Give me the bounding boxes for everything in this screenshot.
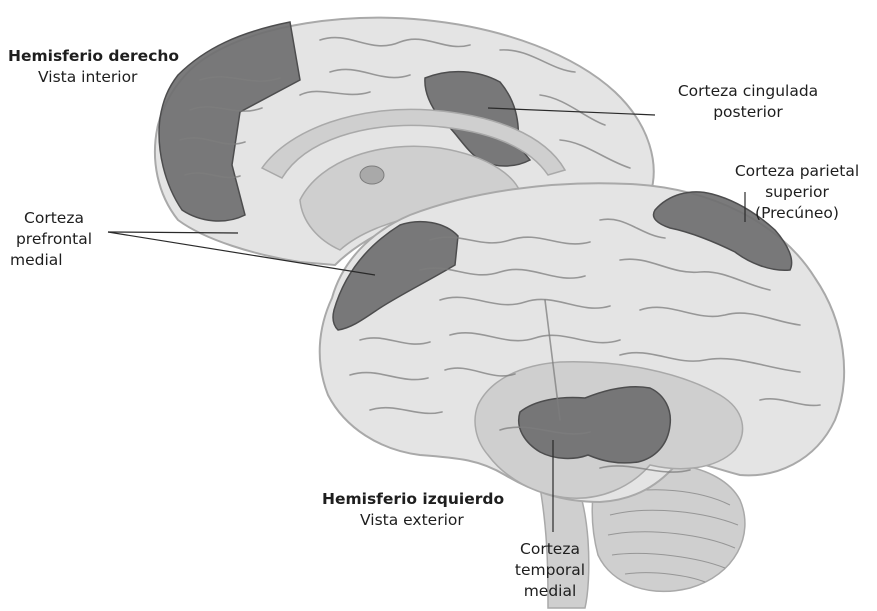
- right-hemisphere-label: Hemisferio derecho Vista interior: [8, 46, 179, 88]
- medial-prefrontal-line1: Corteza: [4, 208, 104, 229]
- posterior-cingulate-line1: Corteza cingulada: [660, 81, 836, 102]
- superior-parietal-label: Corteza parietal superior (Precúneo): [722, 161, 872, 224]
- left-hemisphere-title: Hemisferio izquierdo: [322, 489, 504, 510]
- medial-prefrontal-label: Corteza prefrontal medial: [4, 208, 104, 271]
- right-hemisphere-title: Hemisferio derecho: [8, 46, 179, 67]
- thalamus-node: [360, 166, 384, 184]
- superior-parietal-line2: superior: [722, 182, 872, 203]
- left-hemisphere-label: Hemisferio izquierdo Vista exterior: [322, 489, 504, 531]
- medial-temporal-label: Corteza temporal medial: [490, 539, 610, 602]
- left-hemisphere-subtitle: Vista exterior: [322, 510, 504, 531]
- right-hemisphere-subtitle: Vista interior: [8, 67, 179, 88]
- medial-temporal-line3: medial: [490, 581, 610, 602]
- medial-prefrontal-line2: prefrontal: [4, 229, 104, 250]
- posterior-cingulate-label: Corteza cingulada posterior: [660, 81, 836, 123]
- medial-temporal-line2: temporal: [490, 560, 610, 581]
- medial-prefrontal-line3: medial: [4, 250, 104, 271]
- superior-parietal-line3: (Precúneo): [722, 203, 872, 224]
- posterior-cingulate-line2: posterior: [660, 102, 836, 123]
- superior-parietal-line1: Corteza parietal: [722, 161, 872, 182]
- medial-temporal-line1: Corteza: [490, 539, 610, 560]
